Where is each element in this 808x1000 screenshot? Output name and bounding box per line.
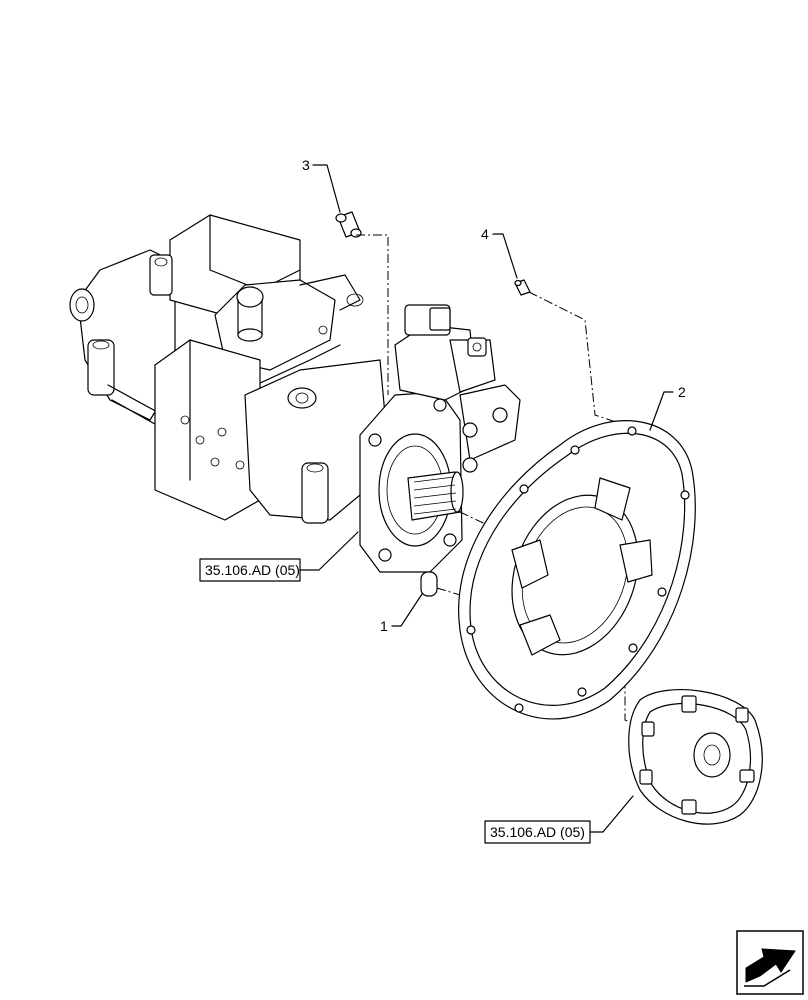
reference-box-coupling[interactable]: 35.106.AD (05): [484, 820, 591, 844]
callout-4: 4: [481, 226, 489, 242]
callout-2: 2: [678, 384, 686, 400]
callout-1: 1: [380, 618, 388, 634]
key-item-1: [420, 571, 438, 597]
hydraulic-pump-assembly: [69, 214, 521, 573]
leader-dash-item-1: [436, 587, 471, 599]
bolt-item-3: [335, 211, 362, 238]
reference-label-coupling[interactable]: 35.106.AD (05): [490, 824, 585, 840]
coupling-assembly: [628, 689, 763, 825]
callout-leader-4: [492, 233, 518, 279]
flywheel-housing-item-2: [458, 420, 696, 720]
callout-leader-2: [649, 391, 674, 431]
callout-3: 3: [302, 157, 310, 173]
callout-leader-pump-ref: [299, 531, 359, 571]
callout-leader-coupling-ref: [589, 795, 634, 833]
callout-leader-1: [391, 593, 423, 627]
leader-dash-item-3: [356, 234, 389, 395]
reference-box-pump[interactable]: 35.106.AD (05): [199, 558, 301, 582]
callout-leader-3: [312, 164, 341, 213]
leader-dash-item-4: [528, 291, 641, 431]
screw-item-4: [514, 279, 531, 296]
arrow-nav-icon[interactable]: [736, 930, 804, 995]
reference-label-pump[interactable]: 35.106.AD (05): [205, 562, 300, 578]
